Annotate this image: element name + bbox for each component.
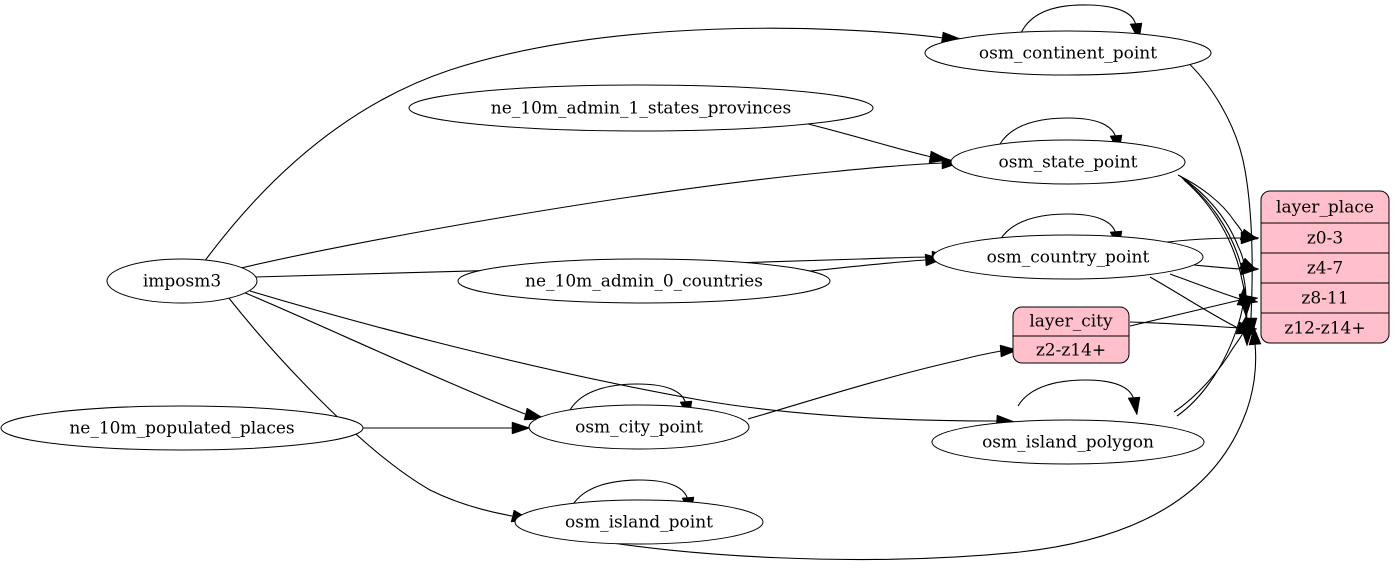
node-imposm3[interactable]: imposm3 — [106, 258, 258, 304]
edge-layer-city-to-layer-place-z8 — [1129, 299, 1241, 327]
edge-imposm3-to-osm-island-point — [227, 296, 513, 517]
node-osm-island-point-shape[interactable] — [514, 499, 764, 545]
node-ne-10m-admin-0-countries[interactable]: ne_10m_admin_0_countries — [457, 258, 831, 304]
arrowhead-island-polygon-z12 — [1236, 315, 1250, 336]
layer-node-layer: layer_place z0-3 z4-7 z8-11 z12-z14+ lay… — [1012, 190, 1390, 364]
arrowhead-country-z0 — [1240, 231, 1260, 245]
edge-osm-island-polygon-self-loop — [1017, 379, 1135, 407]
record-layer-place-title: layer_place — [1276, 198, 1374, 218]
edge-osm-continent-point-self-loop — [1020, 4, 1137, 34]
record-layer-place-row-z4-7[interactable]: z4-7 — [1307, 259, 1343, 279]
edge-osm-city-point-to-layer-city — [747, 350, 1002, 420]
arrowhead-country-z4 — [1240, 262, 1260, 276]
node-osm-continent-point-label: osm_continent_point — [979, 44, 1157, 64]
arrowhead-city-layercity — [999, 344, 1019, 358]
node-osm-continent-point[interactable]: osm_continent_point — [924, 30, 1212, 76]
node-osm-city-point-label: osm_city_point — [575, 418, 703, 438]
record-layer-place-row-z12-z14[interactable]: z12-z14+ — [1284, 319, 1365, 339]
node-ne-states-label: ne_10m_admin_1_states_provinces — [491, 99, 791, 119]
node-osm-city-point[interactable]: osm_city_point — [528, 404, 750, 450]
node-ne-countries-shape[interactable] — [457, 258, 831, 304]
node-osm-country-point-shape[interactable] — [932, 234, 1204, 280]
node-imposm3-shape[interactable] — [106, 258, 258, 304]
edge-osm-island-polygon-to-layer-place-z8 — [1176, 303, 1244, 417]
edge-osm-country-point-to-layer-place-z12 — [1149, 276, 1239, 329]
arrowhead-island-polygon-z8 — [1236, 286, 1250, 306]
edge-osm-state-point-to-layer-place-z12 — [1183, 179, 1248, 329]
node-osm-island-polygon-label: osm_island_polygon — [982, 433, 1154, 453]
node-ne-10m-populated-places[interactable]: ne_10m_populated_places — [0, 405, 364, 451]
node-osm-country-point-label: osm_country_point — [987, 248, 1150, 268]
edge-imposm3-to-osm-island-polygon — [249, 290, 999, 422]
edge-osm-state-point-to-layer-place-z8 — [1181, 177, 1247, 300]
node-osm-continent-point-shape[interactable] — [924, 30, 1212, 76]
edge-layer-city-to-layer-place-z12 — [1129, 321, 1240, 329]
arrowhead-island-polygon-self — [1127, 396, 1141, 416]
node-osm-city-point-shape[interactable] — [528, 404, 750, 450]
edge-osm-island-point-self-loop — [571, 479, 689, 507]
edge-osm-island-polygon-to-layer-place-z12 — [1173, 332, 1244, 413]
edge-osm-country-point-to-layer-place-z8 — [1169, 273, 1241, 300]
node-osm-island-point[interactable]: osm_island_point — [514, 499, 764, 545]
node-osm-state-point-label: osm_state_point — [999, 153, 1138, 173]
record-layer-place-row-z0-3[interactable]: z0-3 — [1307, 229, 1343, 249]
edge-imposm3-to-osm-continent-point — [203, 27, 945, 263]
edge-ne-states-to-osm-state-point — [799, 121, 933, 158]
record-node-layer-city[interactable]: layer_city z2-z14+ — [1012, 306, 1130, 364]
node-osm-state-point-shape[interactable] — [950, 139, 1186, 185]
arrowhead-ne-populated-city — [511, 421, 531, 435]
edge-osm-state-point-self-loop — [999, 117, 1117, 145]
edge-osm-continent-point-to-layer-place-z12 — [1182, 57, 1253, 319]
node-osm-island-polygon[interactable]: osm_island_polygon — [931, 419, 1205, 465]
node-layer: osm_continent_point ne_10m_admin_1_state… — [0, 30, 1212, 545]
node-imposm3-label: imposm3 — [143, 272, 221, 292]
record-node-layer-place-box[interactable] — [1260, 190, 1390, 344]
record-layer-place-row-z8-11[interactable]: z8-11 — [1301, 289, 1348, 309]
node-ne-10m-admin-1-states-provinces[interactable]: ne_10m_admin_1_states_provinces — [408, 84, 874, 132]
edge-ne-countries-to-osm-country-point — [799, 259, 926, 273]
node-osm-state-point[interactable]: osm_state_point — [950, 139, 1186, 185]
edge-osm-city-point-self-loop — [569, 383, 687, 411]
record-layer-city-row-z2-z14[interactable]: z2-z14+ — [1036, 341, 1106, 361]
record-node-layer-city-box[interactable] — [1012, 306, 1130, 364]
edge-osm-island-point-to-layer-place-z12 — [581, 343, 1257, 561]
node-osm-country-point[interactable]: osm_country_point — [932, 234, 1204, 280]
node-osm-island-polygon-shape[interactable] — [931, 419, 1205, 465]
node-ne-countries-label: ne_10m_admin_0_countries — [525, 272, 763, 292]
node-ne-populated-places-label: ne_10m_populated_places — [69, 419, 294, 439]
node-ne-populated-places-shape[interactable] — [0, 405, 364, 451]
node-ne-states-shape[interactable] — [408, 84, 874, 132]
record-layer-city-title: layer_city — [1029, 312, 1113, 332]
edge-imposm3-to-osm-city-point — [242, 291, 526, 415]
edge-osm-country-point-self-loop — [999, 213, 1117, 241]
node-osm-island-point-label: osm_island_point — [565, 513, 713, 533]
edge-imposm3-to-osm-state-point — [240, 162, 944, 269]
arrowhead-island-point-z12 — [1248, 326, 1262, 346]
record-node-layer-place[interactable]: layer_place z0-3 z4-7 z8-11 z12-z14+ — [1260, 190, 1390, 344]
arrowhead-ne-states-state — [928, 150, 950, 164]
